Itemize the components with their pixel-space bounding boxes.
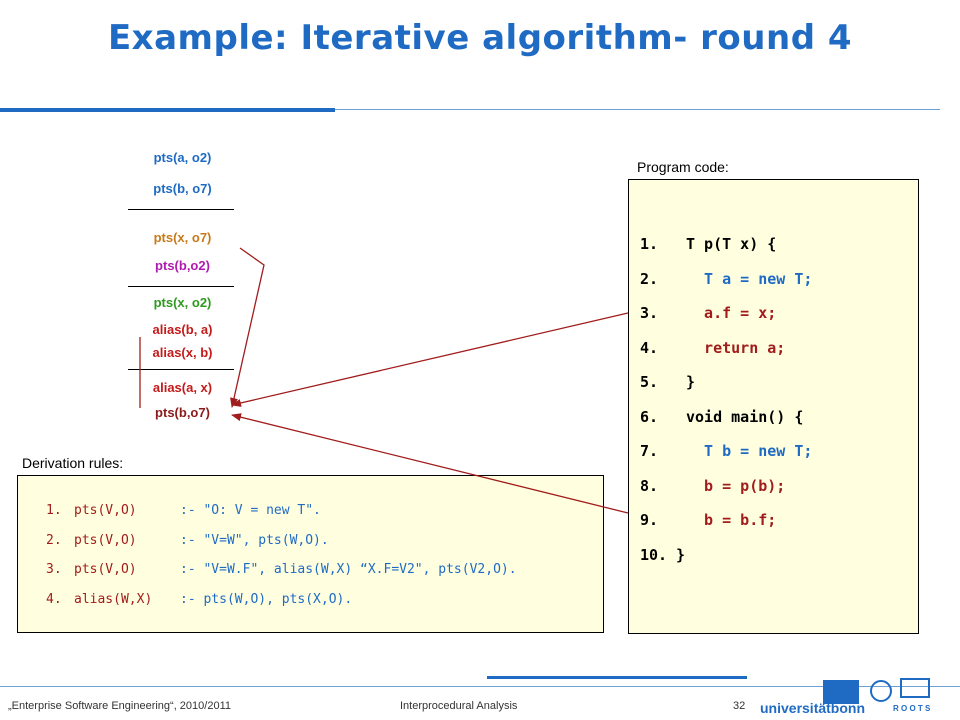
code-line-text: a.f = x; <box>686 304 777 322</box>
code-line-number: 6. <box>640 407 659 426</box>
derivation-rule: 1. pts(V,O) :- "O: V = new T". <box>46 503 321 518</box>
code-line: 5.} <box>640 373 695 391</box>
code-line-text: T p(T x) { <box>686 235 777 253</box>
derivation-rules-label: Derivation rules: <box>22 455 124 471</box>
fact-pts-x-o7: pts(x, o7) <box>153 230 212 245</box>
code-line-text: T b = new T; <box>686 442 813 460</box>
code-line-number: 9. <box>640 511 659 529</box>
code-line: 1. T p(T x) { <box>640 235 776 253</box>
university-logo-icon <box>823 680 859 704</box>
rule-head: pts(V,O) <box>74 503 137 518</box>
arrow-alias-to-pts <box>230 247 265 408</box>
roots-logo-icon <box>900 678 930 698</box>
rule-number: 4. <box>46 591 62 607</box>
derivation-rules-box <box>17 475 604 633</box>
iai-logo-icon <box>870 680 892 702</box>
fact-alias-a-x: alias(a, x) <box>152 380 213 395</box>
rule-number: 1. <box>46 503 62 518</box>
code-line-number: 3. <box>640 304 659 322</box>
footer-rule-thick <box>487 676 747 679</box>
code-line: 4. return a; <box>640 339 785 357</box>
code-line-text: return a; <box>686 338 786 357</box>
program-code-box <box>628 179 919 634</box>
title-underline-thin <box>335 109 940 110</box>
code-line-number: 8. <box>640 476 659 495</box>
derivation-rule: 2. pts(V,O) :- "V=W", pts(W,O). <box>46 533 329 548</box>
arrow-line3-to-fact <box>231 312 629 407</box>
code-line: 2. T a = new T; <box>640 270 812 288</box>
rule-head: pts(V,O) <box>74 532 137 548</box>
code-line-number: 7. <box>640 442 659 460</box>
rule-body: :- pts(W,O), pts(X,O). <box>180 591 353 607</box>
code-line: 6. void main() { <box>640 408 803 426</box>
derivation-rule: 4. alias(W,X) :- pts(W,O), pts(X,O). <box>46 592 352 607</box>
code-line-number: 5. <box>640 373 659 391</box>
derivation-rule: 3. pts(V,O) :- "V=W.F", alias(W,X) “X.F=V2… <box>46 562 517 577</box>
code-line-text: b = b.f; <box>686 511 777 529</box>
fact-pts-x-o2: pts(x, o2) <box>153 295 212 310</box>
code-line: 3. a.f = x; <box>640 304 776 322</box>
rule-number: 3. <box>46 562 62 577</box>
rule-body: :- "O: V = new T". <box>180 503 321 518</box>
code-line-text: b = p(b); <box>686 476 786 495</box>
rule-number: 2. <box>46 532 62 548</box>
rule-body: :- "V=W.F", alias(W,X) “X.F=V2", pts(V2,… <box>180 562 517 577</box>
roots-logo-text: R O O T S <box>893 704 931 713</box>
code-line-text: T a = new T; <box>686 269 813 288</box>
fact-alias-b-a: alias(b, a) <box>152 322 213 337</box>
title-underline-thick <box>0 108 335 112</box>
rule-head: alias(W,X) <box>74 591 153 607</box>
code-line-number: 1. <box>640 235 659 253</box>
program-code-label: Program code: <box>637 159 729 175</box>
rule-body: :- "V=W", pts(W,O). <box>180 532 329 548</box>
fact-alias-x-b: alias(x, b) <box>152 345 213 360</box>
code-line-number: 4. <box>640 338 659 357</box>
code-line-text: } <box>686 373 696 391</box>
footer-course: „Enterprise Software Engineering“, 2010/… <box>8 700 231 712</box>
code-line-number: 2. <box>640 269 659 288</box>
footer-page-number: 32 <box>733 700 746 712</box>
code-line-number: 10. <box>640 545 668 564</box>
code-line-text: void main() { <box>686 407 804 426</box>
rule-head: pts(V,O) <box>74 562 137 577</box>
arrow-line9-to-fact <box>231 413 629 514</box>
fact-pts-b-o2: pts(b,o2) <box>155 258 210 273</box>
footer-rule-thin <box>0 686 960 687</box>
fact-pts-a-o2: pts(a, o2) <box>153 150 212 165</box>
fact-separator <box>128 369 234 370</box>
code-line: 8. b = p(b); <box>640 477 785 495</box>
code-line-text: } <box>676 545 686 564</box>
page-title: Example: Iterative algorithm- round 4 <box>107 18 853 58</box>
fact-pts-b-o7-new: pts(b,o7) <box>155 405 210 420</box>
code-line: 7. T b = new T; <box>640 442 812 460</box>
footer-topic: Interprocedural Analysis <box>400 700 518 712</box>
code-line: 10.} <box>640 546 685 564</box>
fact-pts-b-o7: pts(b, o7) <box>153 181 212 196</box>
fact-separator <box>128 286 234 287</box>
code-line: 9. b = b.f; <box>640 511 776 529</box>
fact-separator <box>128 209 234 210</box>
university-logo-text: universitätbonn <box>760 700 866 716</box>
